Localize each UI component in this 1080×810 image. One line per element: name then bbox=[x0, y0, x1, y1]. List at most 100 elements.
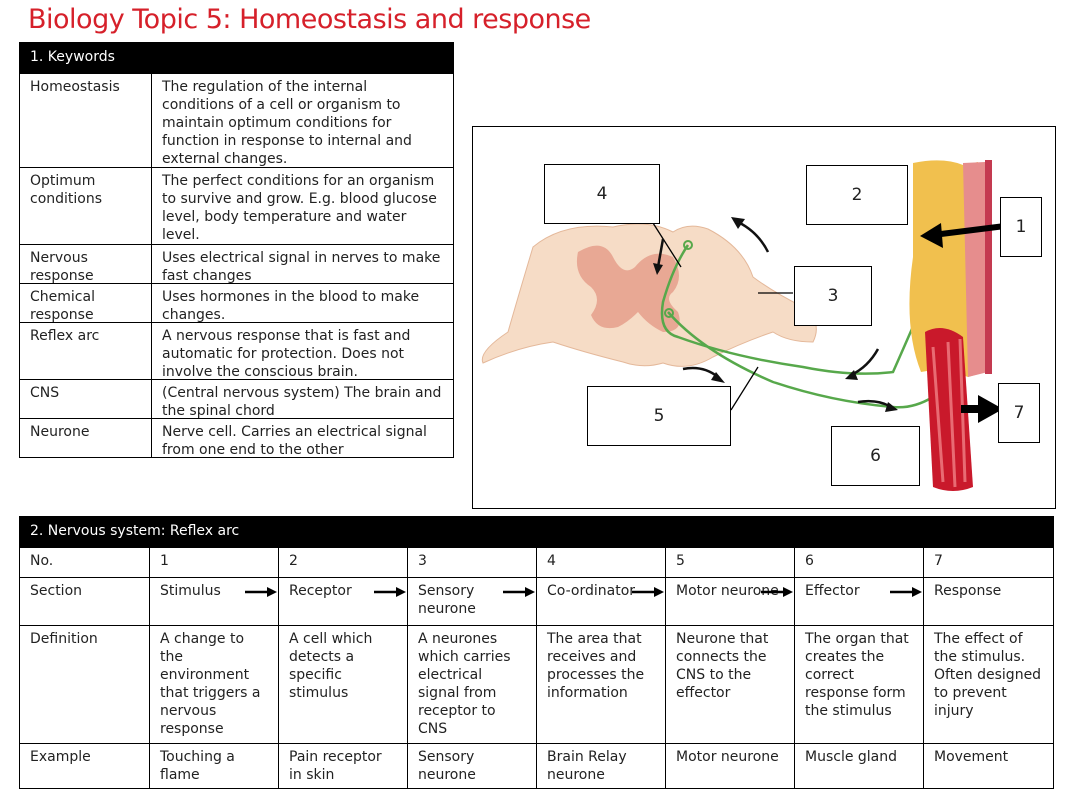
stimulus-arrow bbox=[932, 222, 1014, 238]
grey-matter bbox=[576, 245, 680, 332]
keyword-definition: A nervous response that is fast and auto… bbox=[162, 328, 411, 380]
keywords-table: 1. Keywords Homeostasis The regulation o… bbox=[19, 42, 454, 458]
table-cell: Movement bbox=[923, 744, 1052, 788]
keyword-term: Reflex arc bbox=[20, 323, 152, 379]
table-cell: A change to the environment that trigger… bbox=[149, 626, 278, 743]
table-cell: The area that receives and processes the… bbox=[536, 626, 665, 743]
table-row-definition: Definition A change to the environment t… bbox=[20, 625, 1053, 743]
direction-arrow bbox=[682, 366, 719, 378]
keyword-row: Neurone Nerve cell. Carries an electrica… bbox=[20, 418, 453, 458]
keyword-term: CNS bbox=[20, 380, 152, 418]
section-text: Co-ordinator bbox=[547, 583, 636, 599]
table-cell: The effect of the stimulus. Often design… bbox=[923, 626, 1052, 743]
section-text: Response bbox=[934, 583, 1002, 599]
page-title: Biology Topic 5: Homeostasis and respons… bbox=[28, 4, 591, 35]
section-text: Receptor bbox=[289, 583, 352, 599]
keyword-definition: Nerve cell. Carries an electrical signal… bbox=[162, 424, 427, 458]
table-cell: The organ that creates the correct respo… bbox=[794, 626, 923, 743]
motor-neurone-path bbox=[667, 311, 934, 409]
section-cell: Sensory neurone bbox=[374, 578, 536, 625]
table-cell: Pain receptor in skin bbox=[278, 744, 407, 788]
table-cell: 5 bbox=[665, 548, 794, 577]
keyword-definition: The regulation of the internal condition… bbox=[162, 79, 412, 167]
table-cell: Touching a flame bbox=[149, 744, 278, 788]
flow-arrow-icon bbox=[503, 587, 535, 597]
direction-arrow-head bbox=[653, 263, 663, 275]
keyword-term: Chemical response bbox=[20, 284, 152, 323]
section-text: Stimulus bbox=[160, 583, 221, 599]
leader-line-4 bbox=[652, 222, 682, 268]
table-cell: Neurone that connects the CNS to the eff… bbox=[665, 626, 794, 743]
skin-surface bbox=[963, 162, 988, 377]
reflex-arc-illustration bbox=[481, 160, 1014, 491]
row-label: No. bbox=[30, 553, 54, 569]
section-cell: Receptor bbox=[245, 578, 407, 625]
reflex-arc-heading: 2. Nervous system: Reflex arc bbox=[20, 517, 1053, 547]
table-cell: Motor neurone bbox=[665, 744, 794, 788]
reflex-arc-diagram: 1 2 3 4 5 6 7 bbox=[472, 126, 1056, 509]
table-cell: 3 bbox=[407, 548, 536, 577]
section-text: Motor neurone bbox=[676, 583, 779, 599]
section-text: Effector bbox=[805, 583, 860, 599]
section-cell: Response bbox=[890, 578, 1052, 625]
skin-edge bbox=[985, 160, 992, 374]
cell-body bbox=[683, 240, 693, 250]
row-label: Example bbox=[30, 749, 91, 765]
keyword-row: Homeostasis The regulation of the intern… bbox=[20, 73, 453, 167]
diagram-label-box-3: 3 bbox=[794, 266, 872, 326]
direction-arrow bbox=[656, 238, 665, 268]
flow-arrow-icon bbox=[761, 587, 793, 597]
direction-arrow-head bbox=[711, 372, 725, 383]
diagram-label-box-1: 1 bbox=[1000, 197, 1042, 257]
direction-arrow-head bbox=[885, 402, 898, 412]
row-label: Definition bbox=[30, 631, 98, 647]
keyword-definition: Uses electrical signal in nerves to make… bbox=[162, 250, 441, 284]
section-cell: Stimulus bbox=[149, 578, 278, 625]
direction-arrow bbox=[737, 220, 770, 253]
direction-arrow-head bbox=[731, 217, 745, 229]
diagram-label: 6 bbox=[870, 446, 881, 466]
keyword-term: Nervous response bbox=[20, 245, 152, 284]
diagram-label-box-5: 5 bbox=[587, 386, 731, 446]
cell-body bbox=[664, 308, 674, 318]
diagram-label-box-7: 7 bbox=[998, 383, 1040, 443]
diagram-label: 2 bbox=[851, 185, 863, 205]
table-cell: Sensory neurone bbox=[407, 744, 536, 788]
table-cell: 7 bbox=[923, 548, 1052, 577]
table-cell: 1 bbox=[149, 548, 278, 577]
flow-arrow-icon bbox=[890, 587, 922, 597]
table-row-section: Section Stimulus Receptor Sensory neuron… bbox=[20, 577, 1053, 625]
keywords-heading: 1. Keywords bbox=[20, 43, 453, 73]
flow-arrow-icon bbox=[632, 587, 664, 597]
table-cell: 6 bbox=[794, 548, 923, 577]
flow-arrow-icon bbox=[374, 587, 406, 597]
keyword-row: CNS (Central nervous system) The brain a… bbox=[20, 379, 453, 419]
table-cell: A neurones which carries electrical sign… bbox=[407, 626, 536, 743]
keyword-row: Chemical response Uses hormones in the b… bbox=[20, 283, 453, 323]
diagram-label: 3 bbox=[827, 286, 839, 306]
diagram-label-box-2: 2 bbox=[806, 165, 908, 225]
diagram-label-box-6: 6 bbox=[831, 426, 920, 486]
leader-line-5 bbox=[730, 366, 759, 411]
table-cell: Brain Relay neurone bbox=[536, 744, 665, 788]
diagram-label: 7 bbox=[1013, 403, 1025, 423]
stimulus-arrow-head bbox=[920, 223, 943, 248]
keyword-definition: Uses hormones in the blood to make chang… bbox=[162, 289, 420, 323]
keyword-row: Reflex arc A nervous response that is fa… bbox=[20, 322, 453, 380]
section-text: Sensory neurone bbox=[418, 583, 476, 617]
table-cell: A cell which detects a specific stimulus bbox=[278, 626, 407, 743]
section-cell: Motor neurone bbox=[632, 578, 794, 625]
keyword-definition: The perfect conditions for an organism t… bbox=[162, 173, 437, 243]
table-cell: Muscle gland bbox=[794, 744, 923, 788]
table-row-no: No. 1 2 3 4 5 6 7 bbox=[20, 547, 1053, 577]
keyword-term: Neurone bbox=[20, 419, 152, 457]
diagram-label: 5 bbox=[653, 406, 665, 426]
section-cell: Co-ordinator bbox=[503, 578, 665, 625]
keyword-definition: (Central nervous system) The brain and t… bbox=[162, 385, 442, 419]
reflex-arc-table: 2. Nervous system: Reflex arc No. 1 2 3 … bbox=[19, 516, 1054, 789]
section-cell: Effector bbox=[761, 578, 923, 625]
diagram-label: 1 bbox=[1015, 217, 1027, 237]
diagram-label-box-4: 4 bbox=[544, 164, 660, 224]
keyword-term: Optimum conditions bbox=[20, 168, 152, 244]
keyword-row: Optimum conditions The perfect condition… bbox=[20, 167, 453, 244]
